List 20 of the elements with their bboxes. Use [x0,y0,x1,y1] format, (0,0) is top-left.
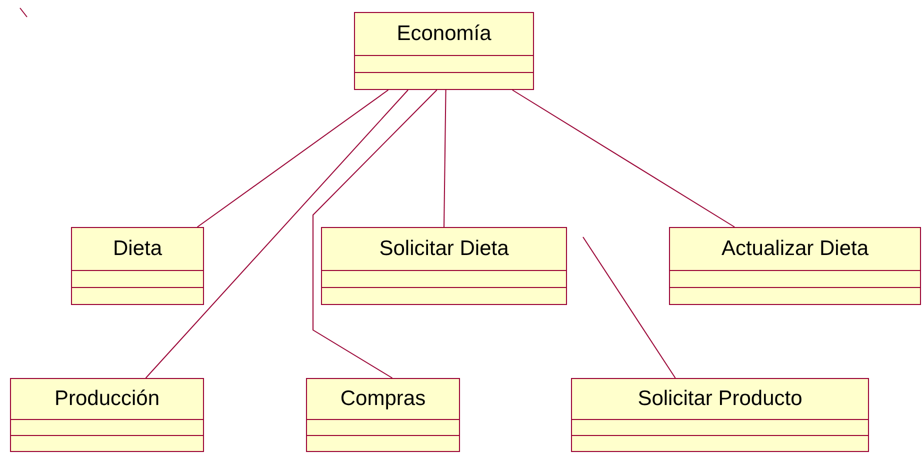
class-name: Dieta [112,236,162,262]
association-line [444,90,446,228]
class-name: Producción [54,386,160,412]
class-box [354,12,534,90]
class-name: Economía [396,20,492,47]
association-line [512,90,736,228]
class-name: Compras [340,386,426,412]
class-box [10,378,204,452]
class-box [306,378,460,452]
association-line [312,90,438,378]
class-box [321,227,567,305]
class-name: Solicitar Producto [638,386,802,412]
association-line [196,90,389,228]
class-name: Actualizar Dieta [721,236,869,262]
association-line [582,236,676,378]
class-box [571,378,869,452]
class-box [669,227,921,305]
association-line [145,90,408,378]
class-name: Solicitar Dieta [379,236,509,262]
class-box [71,227,204,305]
